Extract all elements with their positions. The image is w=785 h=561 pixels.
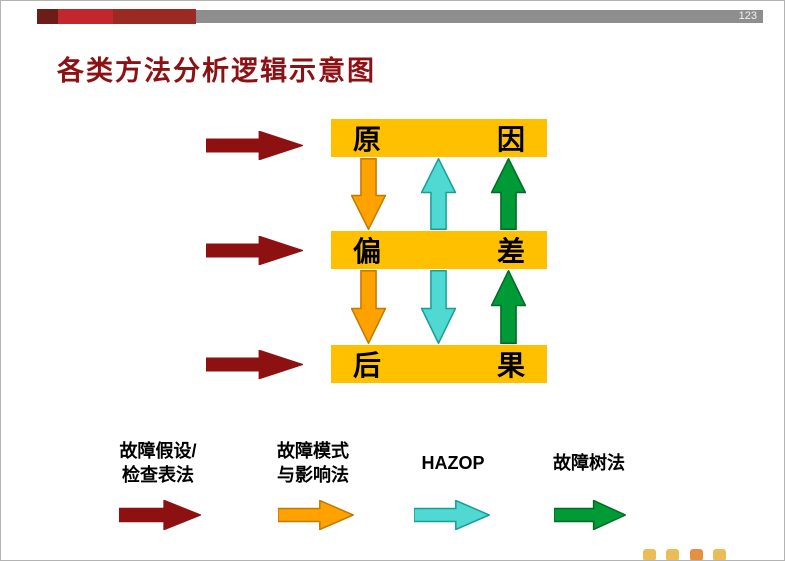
box-consequence-left-char: 后 (353, 350, 382, 381)
legend-label-line: 与影响法 (277, 465, 349, 485)
legend-label-line: 检查表法 (122, 465, 194, 485)
box-cause: 原 因 (331, 119, 547, 157)
legend-arrow-icon-dark-red (119, 500, 201, 530)
watermark-mark (643, 549, 656, 560)
right-arrow-icon-consequence (206, 350, 303, 379)
down-arrow-icon-orange-gap2 (351, 270, 386, 344)
legend-label-what-if-checklist: 故障假设/ 检查表法 (101, 437, 215, 489)
header-gray-bar: 123 (196, 10, 763, 23)
watermark-logo (643, 548, 759, 560)
down-arrow-icon-cyan-gap2 (421, 270, 456, 344)
legend-label-fault-tree: 故障树法 (532, 437, 646, 489)
header-segment-maroon (37, 9, 58, 24)
legend-label-line: 故障树法 (553, 453, 625, 473)
box-deviation: 偏 差 (331, 231, 547, 269)
watermark-mark (689, 549, 703, 560)
watermark-mark (713, 549, 727, 560)
box-deviation-left-char: 偏 (353, 236, 382, 267)
legend-label-line: HAZOP (421, 453, 485, 473)
legend-arrow-icon-cyan (414, 500, 490, 530)
right-arrow-icon-cause (206, 131, 303, 160)
legend-label-line: 故障模式 (277, 441, 349, 461)
legend-label-hazop: HAZOP (396, 437, 510, 489)
down-arrow-icon-orange-gap1 (351, 158, 386, 230)
up-arrow-icon-cyan-gap1 (421, 158, 456, 230)
box-consequence-right-char: 果 (496, 350, 525, 381)
slide-title: 各类方法分析逻辑示意图 (57, 56, 376, 86)
header-segment-bright-red (58, 9, 113, 24)
box-cause-left-char: 原 (353, 124, 382, 155)
legend-arrow-icon-green (554, 500, 626, 530)
box-deviation-right-char: 差 (496, 236, 525, 267)
legend-label-fmea: 故障模式 与影响法 (256, 437, 370, 489)
legend-label-line: 故障假设/ (119, 441, 197, 461)
box-consequence: 后 果 (331, 345, 547, 383)
up-arrow-icon-green-gap1 (491, 158, 526, 230)
box-cause-right-char: 因 (496, 124, 525, 155)
page-number: 123 (738, 10, 757, 22)
watermark-mark (666, 549, 680, 560)
right-arrow-icon-deviation (206, 236, 303, 265)
header-segment-mid-red (113, 9, 196, 24)
up-arrow-icon-green-gap2 (491, 270, 526, 344)
legend-arrow-icon-orange (278, 500, 354, 530)
